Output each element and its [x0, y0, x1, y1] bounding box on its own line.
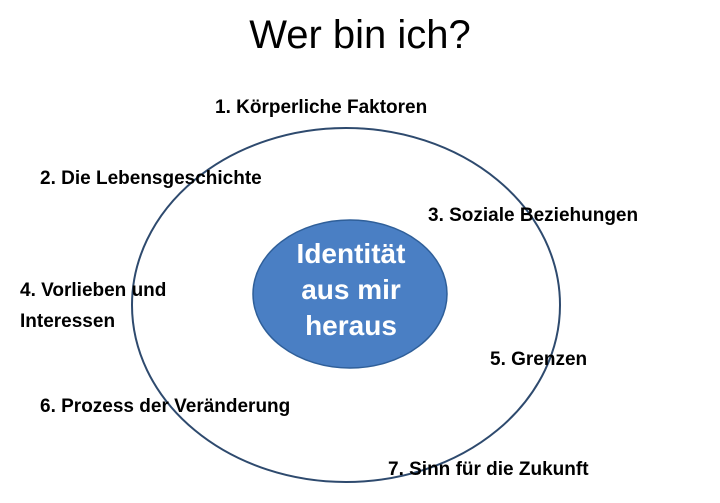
factor-label: 1. Körperliche Faktoren: [215, 97, 428, 118]
core-label: Identität aus mir heraus: [254, 236, 448, 344]
outer-ring: [131, 127, 561, 483]
factor-label: 4. Vorlieben und: [20, 280, 167, 301]
factor-vorlieben-interessen: 4. Vorlieben und Interessen: [20, 275, 166, 337]
factor-label: Interessen: [20, 311, 116, 332]
core-label-line: aus mir: [301, 274, 401, 305]
factor-lebensgeschichte: 2. Die Lebensgeschichte: [40, 163, 262, 194]
factor-grenzen: 5. Grenzen: [490, 344, 587, 375]
factor-sinn-zukunft: 7. Sinn für die Zukunft: [388, 454, 589, 485]
factor-label: 5. Grenzen: [490, 349, 588, 370]
factor-prozess-veraenderung: 6. Prozess der Veränderung: [40, 391, 290, 422]
factor-label: 2. Die Lebensgeschichte: [40, 168, 262, 189]
factor-label: 3. Soziale Beziehungen: [428, 205, 639, 226]
core-label-line: heraus: [305, 310, 397, 341]
factor-label: 7. Sinn für die Zukunft: [388, 459, 589, 480]
slide-title: Wer bin ich?: [249, 13, 471, 57]
core-label-line: Identität: [296, 238, 406, 269]
factor-koerperliche-faktoren: 1. Körperliche Faktoren: [215, 92, 427, 123]
factor-label: 6. Prozess der Veränderung: [40, 396, 291, 417]
factor-soziale-beziehungen: 3. Soziale Beziehungen: [428, 200, 638, 231]
core-ellipse: [252, 219, 448, 369]
